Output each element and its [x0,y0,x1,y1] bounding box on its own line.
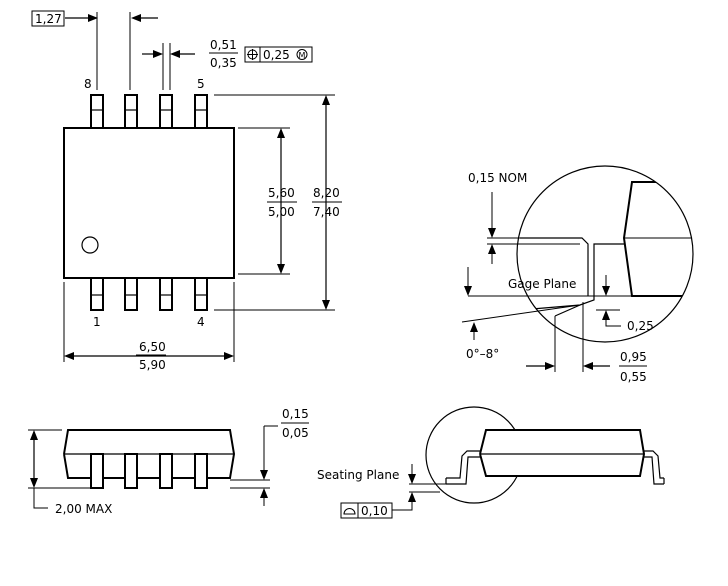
foot-length-max: 0,95 [620,350,647,364]
seating-plane-label: Seating Plane [317,468,399,482]
side-view-profile: Seating Plane 0,10 [317,406,665,519]
pin-pitch-label: 1,27 [35,12,62,26]
pin-4-label: 4 [197,315,205,329]
svg-text:M: M [299,51,306,60]
position-tolerance-frame: 0,25 M [244,46,313,63]
side-view-front: 2,00 MAX 0,15 0,05 [28,407,309,516]
top-view: 1,27 0,51 0,35 0,25 M 8 5 1 4 [31,10,342,372]
pitch-box [31,10,65,27]
pin-1-label: 1 [93,315,101,329]
pin-8-label: 8 [84,77,92,91]
position-tolerance-value: 0,25 [263,48,290,62]
standoff-max: 0,15 [282,407,309,421]
upper-leads [90,94,208,130]
package-body-top [63,127,235,279]
body-width-min: 5,00 [268,205,295,219]
overall-width-max: 8,20 [313,186,340,200]
standoff-min: 0,05 [282,426,309,440]
coplanarity-value: 0,10 [361,504,388,518]
body-width-max: 5,60 [268,186,295,200]
detail-view: 0,15 NOM Gage Plane 0,25 0°–8° 0,95 [461,165,694,384]
lead-width-max: 0,51 [210,38,237,52]
body-length-max: 6,50 [139,340,166,354]
lower-leads [90,275,208,311]
pin-1-indicator [81,236,99,254]
mmc-symbol [296,49,308,60]
lead-width-min: 0,35 [210,56,237,70]
package-body-profile [479,429,646,477]
coplanarity-frame: 0,10 [340,502,393,519]
gage-height-label: 0,25 [627,319,654,333]
angle-range-label: 0°–8° [466,347,499,361]
detail-circle [516,165,694,343]
package-height-label: 2,00 MAX [55,502,112,516]
overall-width-min: 7,40 [313,205,340,219]
gage-plane-label: Gage Plane [508,277,576,291]
pin-5-label: 5 [197,77,205,91]
foot-length-min: 0,55 [620,370,647,384]
body-length-min: 5,90 [139,358,166,372]
nom-thickness-label: 0,15 NOM [468,171,527,185]
flatness-symbol [343,508,356,515]
